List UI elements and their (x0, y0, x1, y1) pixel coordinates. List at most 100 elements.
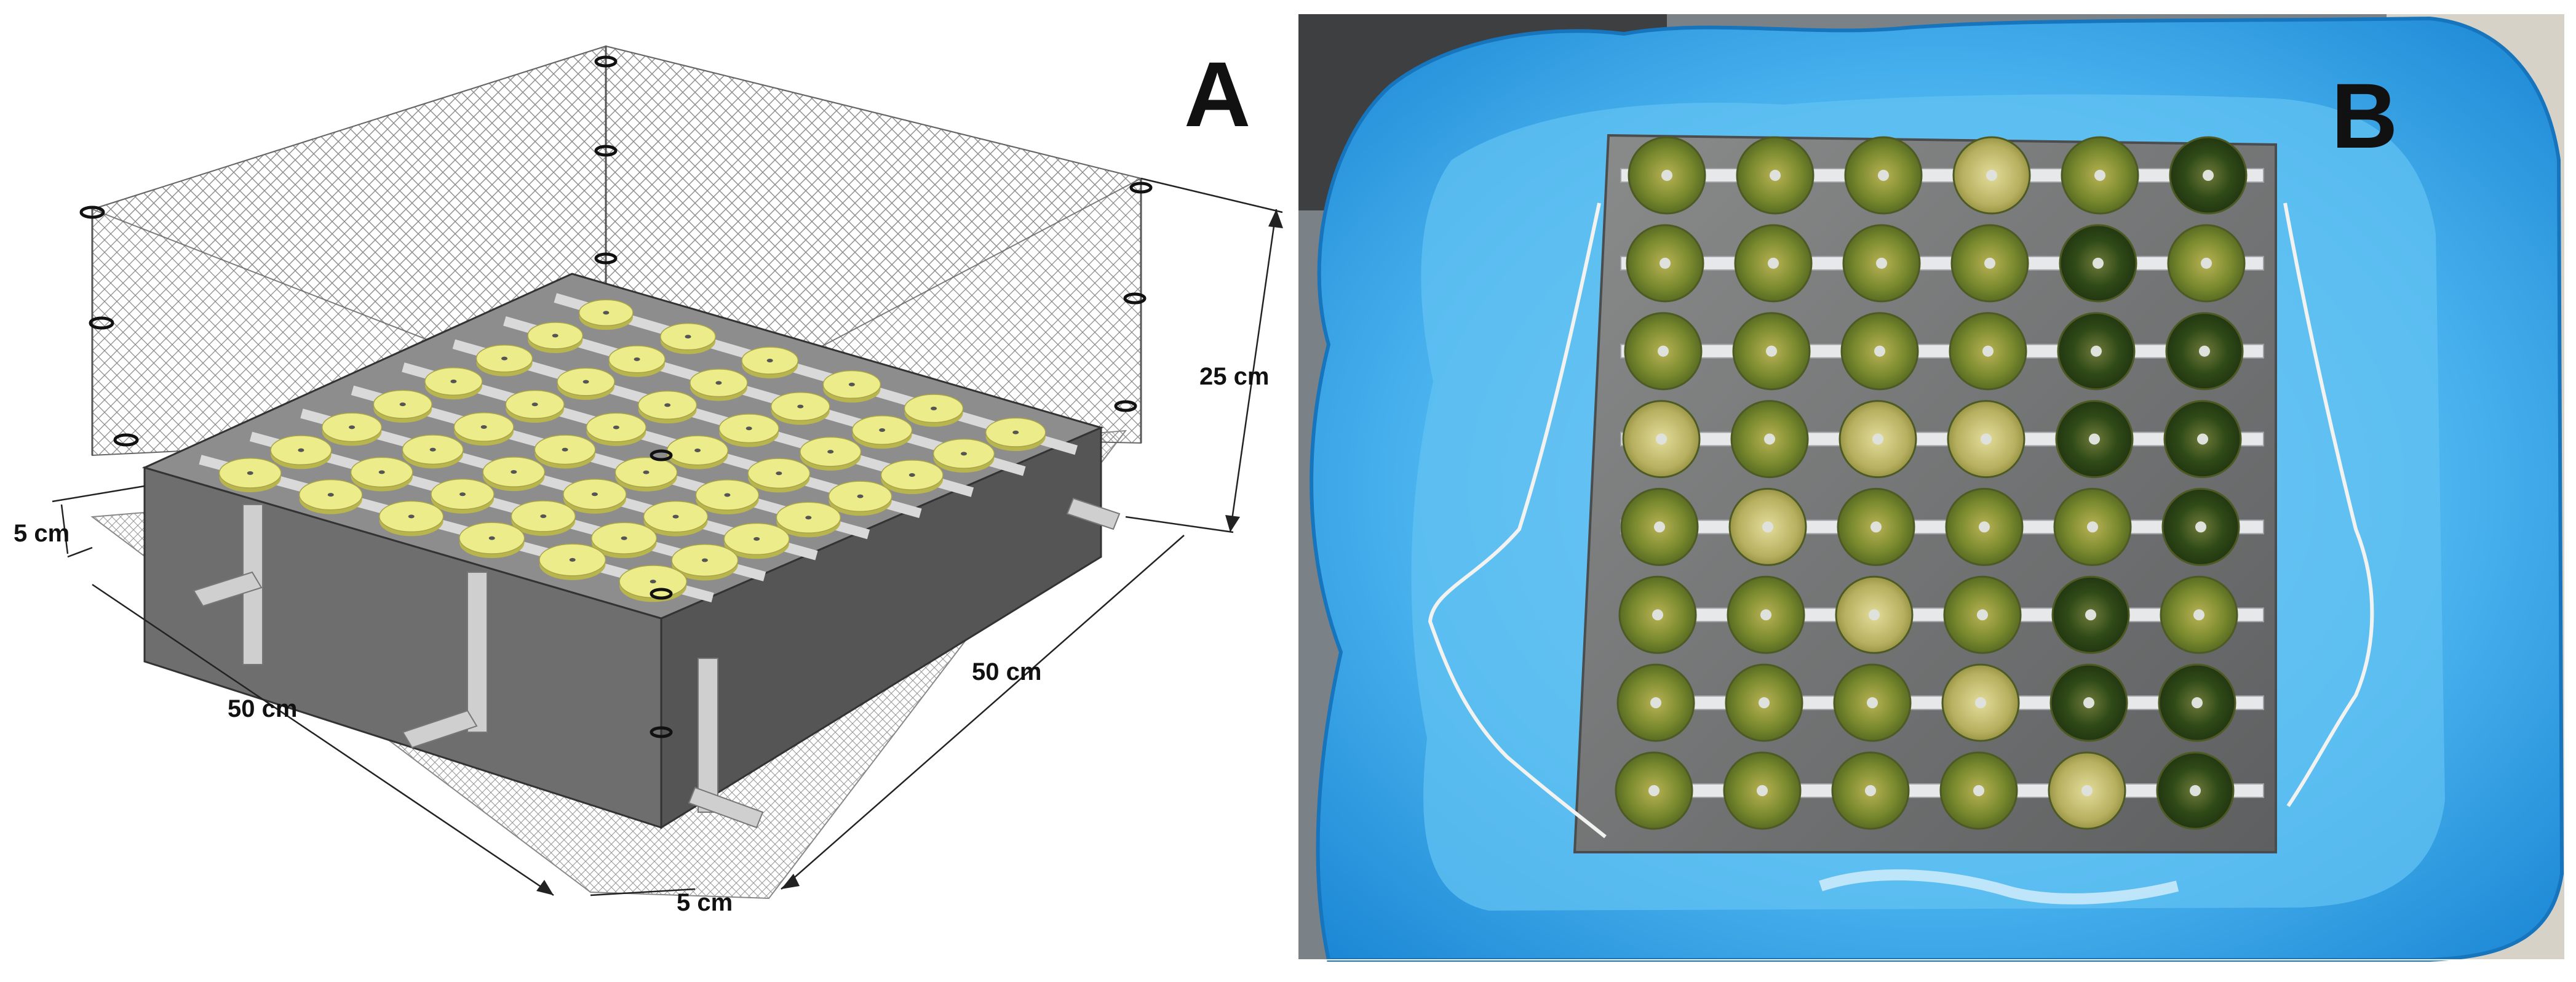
cage-clips (79, 55, 1153, 738)
photo-disc-hole (1759, 697, 1770, 709)
photo-disc-hole (1876, 257, 1887, 269)
photo-disc-hole (2087, 521, 2098, 533)
photo-disc-hole (1878, 170, 1889, 181)
disc-hole (848, 382, 855, 386)
dimension-lines (52, 177, 1283, 896)
disc-hole (247, 471, 253, 475)
photo-disc-hole (1648, 785, 1660, 796)
photo-disc-hole (2081, 785, 2093, 796)
photo-disc-hole (1984, 257, 1995, 269)
photo-disc-hole (1865, 785, 1876, 796)
photo-disc-hole (2195, 521, 2206, 533)
corner-strap (467, 572, 488, 733)
disc-hole (511, 470, 517, 474)
disc-hole (480, 425, 487, 429)
panel-b-letter: B (2331, 64, 2398, 167)
panel-b: B (1297, 13, 2566, 962)
photo-disc-hole (1654, 521, 1665, 533)
photo-metal-strip (1620, 168, 2264, 183)
disc-hole (621, 536, 627, 540)
photo-disc-hole (1982, 345, 1994, 357)
photo-disc-hole (1977, 609, 1988, 621)
photo-disc-hole (1975, 697, 1986, 709)
panel-a-letter: A (1184, 42, 1250, 146)
disc-hole (694, 448, 701, 452)
photo-disc-hole (1768, 257, 1779, 269)
photo-disc-hole (1770, 170, 1781, 181)
photo-disc-hole (1658, 345, 1669, 357)
corner-strap (698, 658, 718, 813)
photo-disc-hole (2190, 785, 2201, 796)
disc-hole (1012, 430, 1019, 434)
disc-hole (399, 402, 406, 407)
tab-strap (402, 709, 478, 749)
photo-disc-hole (1981, 433, 1992, 445)
dim-height-label: 25 cm (1199, 363, 1269, 390)
photo-disc-hole (1869, 609, 1880, 621)
disc-hole (591, 492, 598, 497)
disc-hole (650, 580, 656, 584)
photo-disc-hole (2199, 345, 2210, 357)
disc-hole (664, 403, 671, 407)
disc-hole (672, 514, 679, 519)
disc-hole (488, 536, 495, 540)
disc-hole (582, 380, 589, 384)
water-glare (1819, 869, 2179, 904)
photo-disc-hole (2085, 609, 2096, 621)
disc-hole (540, 514, 547, 518)
disc-hole (827, 450, 834, 454)
disc-hole (562, 447, 568, 452)
photo-disc-hole (1986, 170, 1997, 181)
photo-disc-hole (2093, 257, 2104, 269)
disc-hole (531, 402, 538, 407)
disc-hole (552, 333, 559, 338)
photo-disc-hole (2089, 433, 2100, 445)
disc-hole (805, 516, 812, 520)
block-top (141, 273, 1104, 620)
right-string (2283, 202, 2374, 807)
disc-hole (643, 470, 650, 474)
disc-hole (613, 425, 619, 429)
disc-hole (724, 493, 731, 497)
photo-disc-hole (1660, 257, 1671, 269)
disc-hole (766, 359, 773, 363)
dim-side-label: 50 cm (972, 658, 1041, 685)
disc-hole (569, 557, 576, 562)
disc-hole (797, 404, 804, 409)
photo-disc-grid (1615, 136, 2248, 830)
disc-hole (450, 379, 457, 383)
photo-metal-strip (1620, 255, 2264, 271)
disc-hole (776, 471, 782, 476)
photo-disc-hole (1870, 521, 1882, 533)
photo-disc-hole (1656, 433, 1667, 445)
photo-disc-hole (1867, 697, 1878, 709)
disc-hole (961, 452, 968, 456)
tab-strap (1066, 497, 1121, 530)
disc-grid (218, 299, 1046, 602)
disc-hole (685, 335, 691, 339)
photo-disc-hole (1979, 521, 1990, 533)
disc-hole (349, 425, 356, 429)
panel-a: 25 cm 5 cm 50 cm 50 cm 5 cm A (14, 42, 1283, 916)
photo-disc-hole (2091, 345, 2102, 357)
left-string (1428, 202, 1607, 839)
photo-disc-hole (2083, 697, 2094, 709)
photo-disc-hole (1760, 609, 1771, 621)
photo-disc-hole (1762, 521, 1773, 533)
photo-disc-hole (1973, 785, 1984, 796)
disc-hole (857, 494, 864, 498)
disc-hole (298, 448, 304, 452)
tab-strap (193, 571, 263, 607)
disc-hole (745, 426, 752, 431)
photo-disc-hole (1652, 609, 1663, 621)
dimension-arrowheads (536, 209, 1283, 895)
dim-base-left-label: 5 cm (14, 520, 70, 547)
disc-hole (931, 406, 937, 410)
disc-hole (753, 537, 760, 541)
photo-disc-hole (1874, 345, 1885, 357)
photo-disc-hole (1872, 433, 1883, 445)
photo-disc-hole (1764, 433, 1775, 445)
disc-hole (408, 514, 415, 519)
photo-disc-hole (2197, 433, 2208, 445)
photo-disc-hole (2192, 697, 2203, 709)
